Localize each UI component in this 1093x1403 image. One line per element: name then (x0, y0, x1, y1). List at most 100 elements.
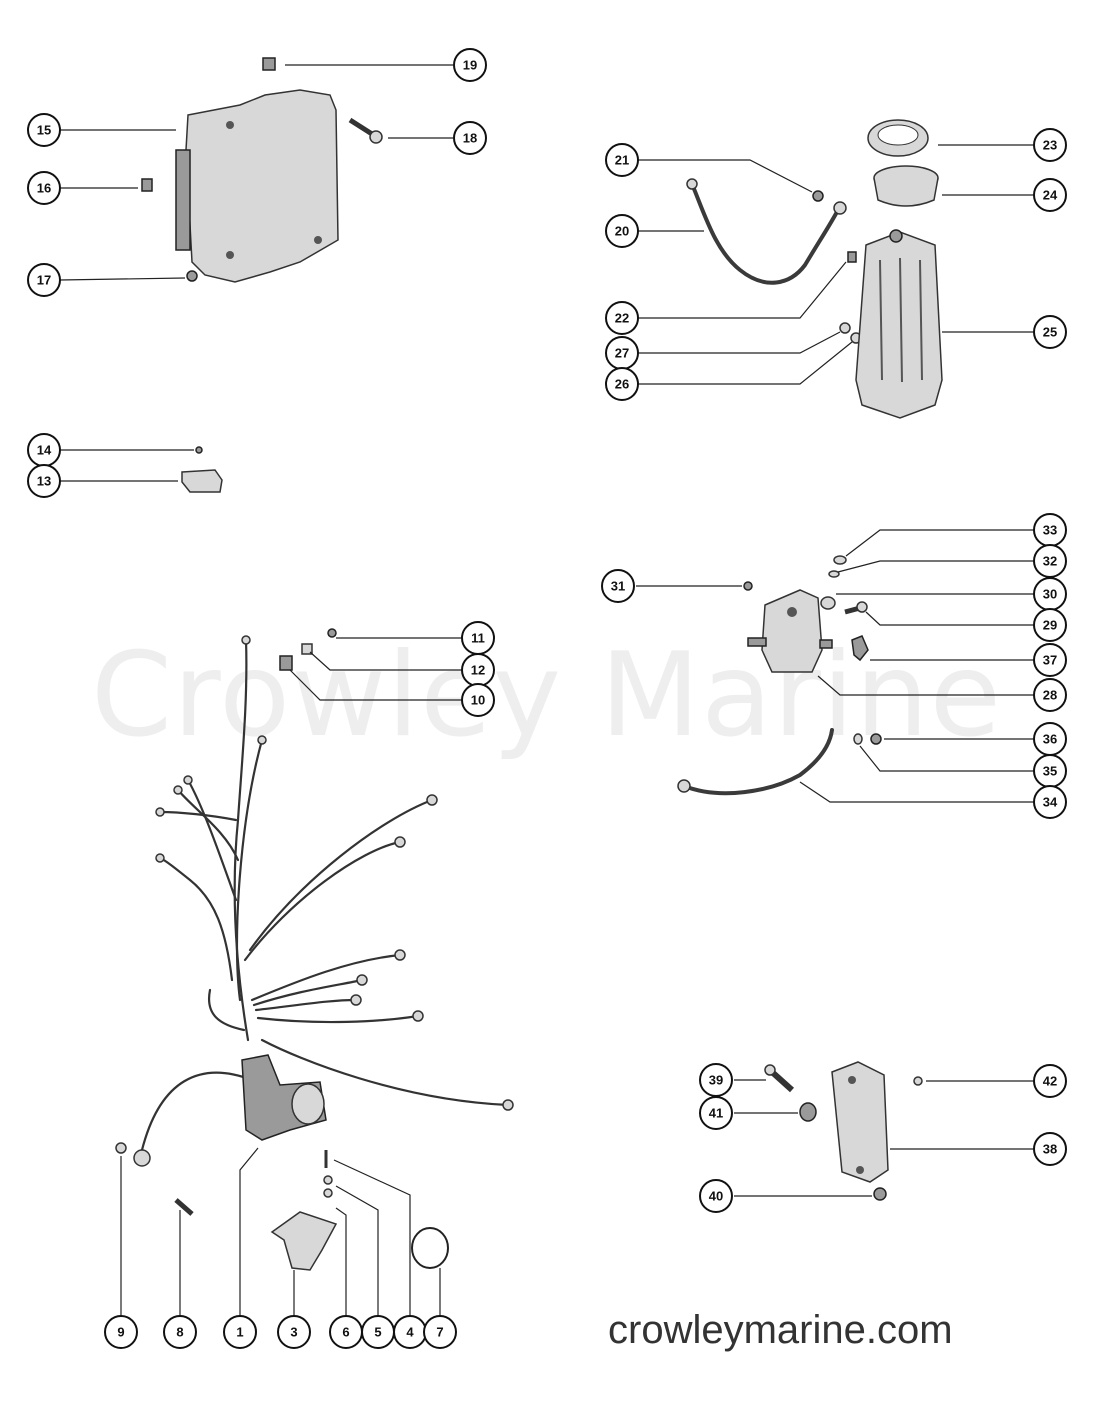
callout-24-label: 24 (1043, 188, 1058, 203)
callout-6-label: 6 (342, 1325, 349, 1340)
callouts: 19 15 18 16 17 1 4 13 21 20 22 27 26 23 2… (27, 48, 1067, 1349)
callout-34: 34 (1033, 785, 1067, 819)
callout-13-label: 13 (37, 474, 51, 489)
lockwasher-part (828, 570, 840, 578)
nut-part (262, 57, 276, 71)
callout-15-label: 15 (37, 123, 51, 138)
washer-part (820, 596, 836, 610)
callout-32-label: 32 (1043, 554, 1057, 569)
callout-18: 18 (453, 121, 487, 155)
clamp-part (181, 469, 223, 493)
callout-30-label: 30 (1043, 587, 1057, 602)
website-footer: crowleymarine.com (608, 1308, 953, 1352)
callout-19-label: 19 (463, 58, 477, 73)
callout-7: 7 (423, 1315, 457, 1349)
callout-25-label: 25 (1043, 325, 1057, 340)
callout-4-label: 4 (406, 1325, 414, 1340)
callout-28-label: 28 (1043, 688, 1057, 703)
callout-35: 35 (1033, 754, 1067, 788)
nut-part (833, 555, 847, 565)
screw-part (195, 446, 203, 454)
callout-22-label: 22 (615, 311, 629, 326)
callout-23: 23 (1033, 128, 1067, 162)
callout-4: 4 (393, 1315, 427, 1349)
callout-33: 33 (1033, 513, 1067, 547)
callout-29: 29 (1033, 608, 1067, 642)
callout-42: 42 (1033, 1064, 1067, 1098)
callout-21: 21 (605, 143, 639, 177)
callout-10: 10 (461, 683, 495, 717)
callout-19: 19 (453, 48, 487, 82)
callout-34-label: 34 (1043, 795, 1058, 810)
grommet-part (279, 655, 293, 671)
callout-41-label: 41 (709, 1106, 723, 1121)
callout-23-label: 23 (1043, 138, 1057, 153)
washer-part (323, 1188, 333, 1198)
ground-cable-part (690, 182, 840, 285)
grommet-part (141, 178, 153, 192)
callout-20-label: 20 (615, 224, 629, 239)
callout-27: 27 (605, 336, 639, 370)
washer-part (301, 643, 313, 655)
callout-38: 38 (1033, 1132, 1067, 1166)
callout-15: 15 (27, 113, 61, 147)
screw-part (743, 581, 753, 591)
bolt-part (174, 1198, 194, 1216)
spacer-part (799, 1102, 817, 1122)
o-ring-part (411, 1227, 449, 1269)
callout-24: 24 (1033, 178, 1067, 212)
nut-part (873, 1187, 887, 1201)
callout-12-label: 12 (471, 663, 485, 678)
callout-21-label: 21 (615, 153, 629, 168)
solenoid-part (747, 589, 833, 673)
callout-27-label: 27 (615, 346, 629, 361)
callout-3-label: 3 (290, 1325, 297, 1340)
callout-37-label: 37 (1043, 653, 1057, 668)
callout-17: 17 (27, 263, 61, 297)
callout-11-label: 11 (471, 631, 485, 646)
switch-box-part (175, 89, 339, 283)
callout-36: 36 (1033, 722, 1067, 756)
callout-40: 40 (699, 1179, 733, 1213)
callout-37: 37 (1033, 643, 1067, 677)
callout-32: 32 (1033, 544, 1067, 578)
callout-18-label: 18 (463, 131, 477, 146)
callout-40-label: 40 (709, 1189, 723, 1204)
boot-part (851, 635, 869, 662)
nut-part (115, 1142, 127, 1154)
bolt-part (764, 1064, 795, 1093)
callout-33-label: 33 (1043, 523, 1057, 538)
callout-16: 16 (27, 171, 61, 205)
callout-8-label: 8 (176, 1325, 183, 1340)
callout-39-label: 39 (709, 1073, 723, 1088)
cable-part (682, 728, 834, 796)
callout-10-label: 10 (471, 693, 485, 708)
wiring-harness-part (133, 635, 514, 1167)
callout-22: 22 (605, 301, 639, 335)
nut-part (870, 733, 882, 745)
washer-part (839, 322, 851, 334)
callout-8: 8 (163, 1315, 197, 1349)
callout-1-label: 1 (236, 1325, 243, 1340)
callout-7-label: 7 (436, 1325, 443, 1340)
callout-12: 12 (461, 653, 495, 687)
callout-31-label: 31 (611, 579, 625, 594)
callout-11: 11 (461, 621, 495, 655)
callout-26-label: 26 (615, 377, 629, 392)
callout-3: 3 (277, 1315, 311, 1349)
callout-5-label: 5 (374, 1325, 381, 1340)
starter-motor-part (855, 229, 943, 419)
callout-28: 28 (1033, 678, 1067, 712)
callout-13: 13 (27, 464, 61, 498)
callout-30: 30 (1033, 577, 1067, 611)
rectifier-part (831, 1061, 889, 1183)
bolt-part (844, 601, 868, 615)
nut-part (913, 1076, 923, 1086)
callout-16-label: 16 (37, 181, 51, 196)
callout-36-label: 36 (1043, 732, 1057, 747)
callout-6: 6 (329, 1315, 363, 1349)
callout-20: 20 (605, 214, 639, 248)
callout-17-label: 17 (37, 273, 51, 288)
